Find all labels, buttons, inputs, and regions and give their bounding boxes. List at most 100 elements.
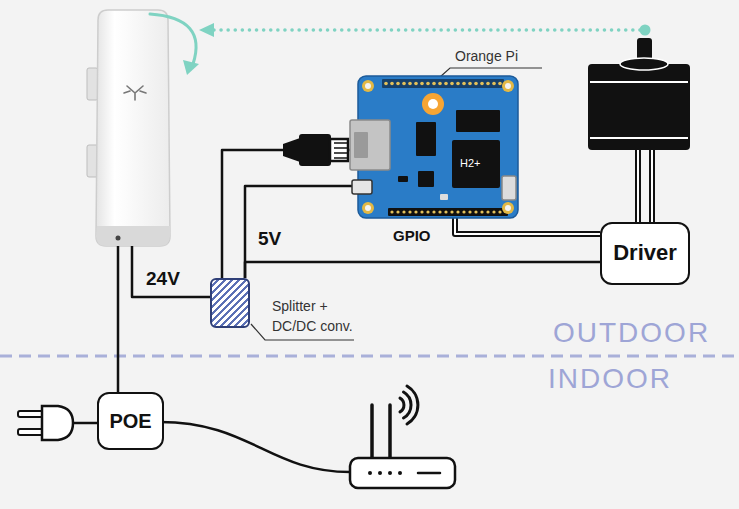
dotted-link-arrowhead	[199, 23, 214, 37]
header-pin	[438, 82, 442, 86]
part-name: Splitter + DC/DC conv.	[272, 296, 372, 336]
gpio-pin	[498, 210, 501, 213]
antenna-base	[96, 226, 170, 246]
header-pin	[402, 82, 406, 86]
rotation-arrowhead	[183, 60, 199, 75]
router-led	[368, 471, 372, 475]
header-pin	[414, 82, 418, 86]
board-node: Orange Pi	[358, 76, 518, 218]
header-pin	[486, 82, 490, 86]
header-pin	[456, 82, 460, 86]
power-cable-5v	[245, 186, 358, 278]
rj45-boot	[283, 138, 300, 162]
board-logo-center	[428, 99, 438, 109]
mount-hole	[362, 202, 374, 214]
ethernet-cable	[222, 150, 358, 278]
motor-stripe	[590, 137, 688, 139]
header-pin	[498, 82, 502, 86]
gpio-pin	[414, 210, 417, 213]
rj45-contacts	[330, 139, 348, 161]
antenna-port	[116, 236, 121, 241]
gpio-pin	[492, 210, 495, 213]
gpio-pin	[396, 210, 399, 213]
voltage-label: 5V	[258, 229, 281, 248]
power-jack	[352, 180, 372, 194]
router-antenna	[370, 405, 374, 458]
gpio-header	[388, 208, 508, 216]
gpio-pin	[462, 210, 465, 213]
gpio-pin	[426, 210, 429, 213]
antenna-logo	[124, 86, 146, 100]
gpio-pin	[468, 210, 471, 213]
mount-hole-inner	[505, 205, 511, 211]
plug-cord	[72, 422, 97, 425]
poe-box: POE	[97, 392, 164, 450]
side-connector	[502, 176, 516, 200]
header-pin	[432, 82, 436, 86]
cpu-chip	[452, 140, 500, 188]
chip	[456, 110, 500, 132]
gpio-pin	[486, 210, 489, 213]
motor-wire-core	[638, 150, 652, 222]
antenna-clip	[87, 68, 98, 100]
gpio-pin	[474, 210, 477, 213]
mount-hole-inner	[505, 83, 511, 89]
motor-stripe	[590, 81, 688, 83]
header-pin	[480, 82, 484, 86]
header-pin	[408, 82, 412, 86]
header-pin	[444, 82, 448, 86]
header-pin	[450, 82, 454, 86]
wifi-waves	[400, 386, 418, 424]
ethernet-jack	[350, 120, 390, 170]
antenna-body	[96, 10, 170, 246]
router-body	[350, 458, 455, 488]
gpio-pin	[408, 210, 411, 213]
gpio-pin	[456, 210, 459, 213]
rj45-pins	[334, 143, 348, 158]
component	[440, 194, 448, 200]
header-pin	[474, 82, 478, 86]
motor-body	[588, 64, 690, 150]
splitter-box: Splitter + DC/DC conv.	[210, 278, 250, 328]
dotted-link-dot	[640, 25, 651, 36]
plug-prong	[18, 411, 44, 417]
lan-cable	[160, 422, 350, 472]
voltage-label: 24V	[146, 269, 180, 288]
power-cable-24v	[132, 246, 210, 297]
gpio-pin	[438, 210, 441, 213]
header-pin	[420, 82, 424, 86]
gpio-pin	[480, 210, 483, 213]
mount-hole	[502, 202, 514, 214]
mount-hole-inner	[365, 83, 371, 89]
mount-hole	[362, 80, 374, 92]
motor-boss	[620, 58, 668, 70]
box-label: POE	[109, 410, 151, 432]
gpio-cable	[455, 218, 600, 234]
component	[418, 171, 434, 187]
header-pin	[396, 82, 400, 86]
zone-label: OUTDOOR	[553, 319, 710, 347]
header-pin	[390, 82, 394, 86]
router-led	[388, 471, 392, 475]
ethernet-jack-socket	[354, 132, 368, 158]
router-led	[398, 471, 402, 475]
power-cable-5v	[245, 262, 600, 278]
router-slot	[418, 472, 440, 475]
header-pin	[426, 82, 430, 86]
header-pin	[462, 82, 466, 86]
header-pin	[492, 82, 496, 86]
router-led	[378, 471, 382, 475]
zone-label: INDOOR	[548, 365, 672, 393]
dotted-link	[214, 28, 640, 32]
motor-wire	[638, 150, 652, 222]
cable-core	[455, 218, 600, 234]
driver-box: Driver	[600, 222, 690, 285]
gpio-pin	[402, 210, 405, 213]
rotation-arrow	[150, 14, 196, 64]
gpio-pin	[444, 210, 447, 213]
part-name: Orange Pi	[455, 48, 518, 64]
poe-cable	[117, 246, 120, 392]
box-label: Driver	[613, 241, 677, 265]
